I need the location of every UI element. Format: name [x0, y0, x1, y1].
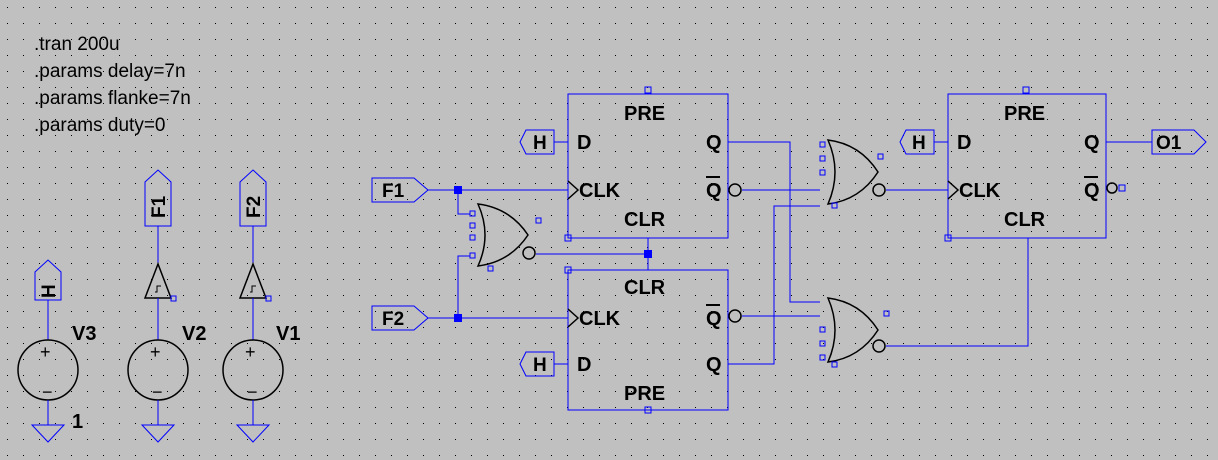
- net-flag-f2[interactable]: F2: [371, 305, 429, 331]
- source-v2-flag: F1: [149, 195, 170, 218]
- nor-gate-clr[interactable]: [469, 203, 542, 272]
- ff2-q-label: Q: [706, 354, 722, 376]
- ff2-qbar-bubble: [728, 309, 742, 323]
- nor-gate-clk-bubble: [872, 183, 886, 197]
- ff1-clr-label: CLR: [624, 209, 666, 231]
- pin-ff2-corner: [564, 266, 572, 274]
- svg-text:+: +: [150, 342, 161, 362]
- pin-ff3-pre[interactable]: [1022, 86, 1030, 94]
- flipflop-3[interactable]: PRE D CLK Q Q CLR: [944, 86, 1126, 242]
- pin-ff2-pre[interactable]: [644, 406, 652, 414]
- pin-ff1-pre[interactable]: [644, 86, 652, 94]
- wires[interactable]: [428, 141, 1152, 365]
- directive-duty[interactable]: .params duty=0: [34, 115, 166, 136]
- ff1-q-label: Q: [706, 132, 722, 154]
- ff2-clk-label: CLK: [579, 308, 621, 330]
- source-v3-name: V3: [72, 323, 96, 345]
- pin-ff1-corner: [564, 234, 572, 242]
- ff1-clk-label: CLK: [579, 180, 621, 202]
- ff3-q-label: Q: [1084, 132, 1100, 154]
- nor-gate-clr-bubble: [522, 246, 536, 260]
- ff3-d-label: D: [957, 132, 971, 154]
- net-flag-h-ff1[interactable]: H: [519, 129, 555, 155]
- flipflop-1[interactable]: PRE D CLK Q Q CLR: [564, 86, 742, 242]
- ff3-clock-triangle: [947, 180, 960, 200]
- flipflop-2[interactable]: CLR CLK Q D Q PRE: [564, 266, 742, 414]
- ff2-clock-triangle: [567, 308, 580, 328]
- svg-text:−: −: [152, 382, 163, 402]
- ff1-qbar-label: Q: [706, 180, 722, 202]
- wire-f1-or[interactable]: [457, 190, 470, 215]
- source-v2-name: V2: [182, 323, 206, 345]
- net-label-o1: O1: [1156, 133, 1182, 154]
- directive-delay[interactable]: .params delay=7n: [34, 61, 186, 82]
- source-v1[interactable]: F2 + − V1: [222, 169, 300, 443]
- pin-ff3-corner: [944, 234, 952, 242]
- ff2-d-label: D: [577, 354, 591, 376]
- source-v3[interactable]: H + − V3 1: [17, 259, 96, 443]
- directive-flanke[interactable]: .params flanke=7n: [34, 88, 191, 109]
- net-flag-h-ff2[interactable]: H: [519, 351, 555, 377]
- net-label-h-ff1: H: [533, 133, 547, 154]
- net-label-f2: F2: [382, 309, 404, 330]
- net-flag-f1[interactable]: F1: [371, 177, 429, 203]
- net-label-h-ff3: H: [912, 133, 926, 154]
- ff1-d-label: D: [577, 132, 591, 154]
- nor-gate-reset[interactable]: [819, 297, 890, 368]
- nor-gate-reset-bubble: [872, 339, 886, 353]
- net-flag-h-ff3[interactable]: H: [899, 129, 935, 155]
- wire-ff2-q[interactable]: [728, 205, 820, 365]
- svg-text:+: +: [40, 342, 51, 362]
- source-v3-flag: H: [39, 284, 60, 298]
- ff1-qbar-bubble: [728, 183, 742, 197]
- wire-f2-or[interactable]: [457, 255, 470, 318]
- junction-f2: [454, 314, 462, 322]
- ff3-clr-label: CLR: [1004, 209, 1046, 231]
- svg-text:+: +: [245, 342, 256, 362]
- wire-nor-clr[interactable]: [886, 238, 1029, 347]
- net-label-f1: F1: [382, 181, 405, 202]
- net-label-h-ff2: H: [533, 355, 547, 376]
- ff2-qbar-label: Q: [706, 308, 722, 330]
- ff1-clock-triangle: [567, 180, 580, 200]
- ground-icon: [140, 424, 176, 443]
- ff3-pre-label: PRE: [1004, 103, 1045, 125]
- junction-f1: [454, 186, 462, 194]
- ff2-clr-label: CLR: [624, 277, 666, 299]
- svg-text:−: −: [42, 382, 53, 402]
- source-v1-flag: F2: [244, 196, 265, 218]
- nor-gate-clk[interactable]: [819, 139, 886, 209]
- pin-ff3-qbar[interactable]: [1118, 184, 1126, 192]
- source-v1-name: V1: [276, 323, 300, 345]
- source-v2[interactable]: F1 + − V2: [127, 169, 206, 443]
- source-v3-value: 1: [72, 411, 83, 433]
- ff3-qbar-bubble: [1106, 182, 1118, 194]
- spice-directives[interactable]: .tran 200u .params delay=7n .params flan…: [34, 34, 191, 136]
- junction-clr: [644, 250, 652, 258]
- net-flag-o1[interactable]: O1: [1151, 129, 1207, 155]
- ground-icon: [30, 424, 66, 443]
- ff2-pre-label: PRE: [624, 383, 665, 405]
- ff3-qbar-label: Q: [1084, 180, 1100, 202]
- ff1-pre-label: PRE: [624, 103, 665, 125]
- svg-text:−: −: [247, 382, 258, 402]
- directive-tran[interactable]: .tran 200u: [34, 34, 120, 55]
- ff3-clk-label: CLK: [959, 180, 1001, 202]
- ground-icon: [235, 424, 271, 443]
- wire-ff1-q[interactable]: [728, 141, 820, 303]
